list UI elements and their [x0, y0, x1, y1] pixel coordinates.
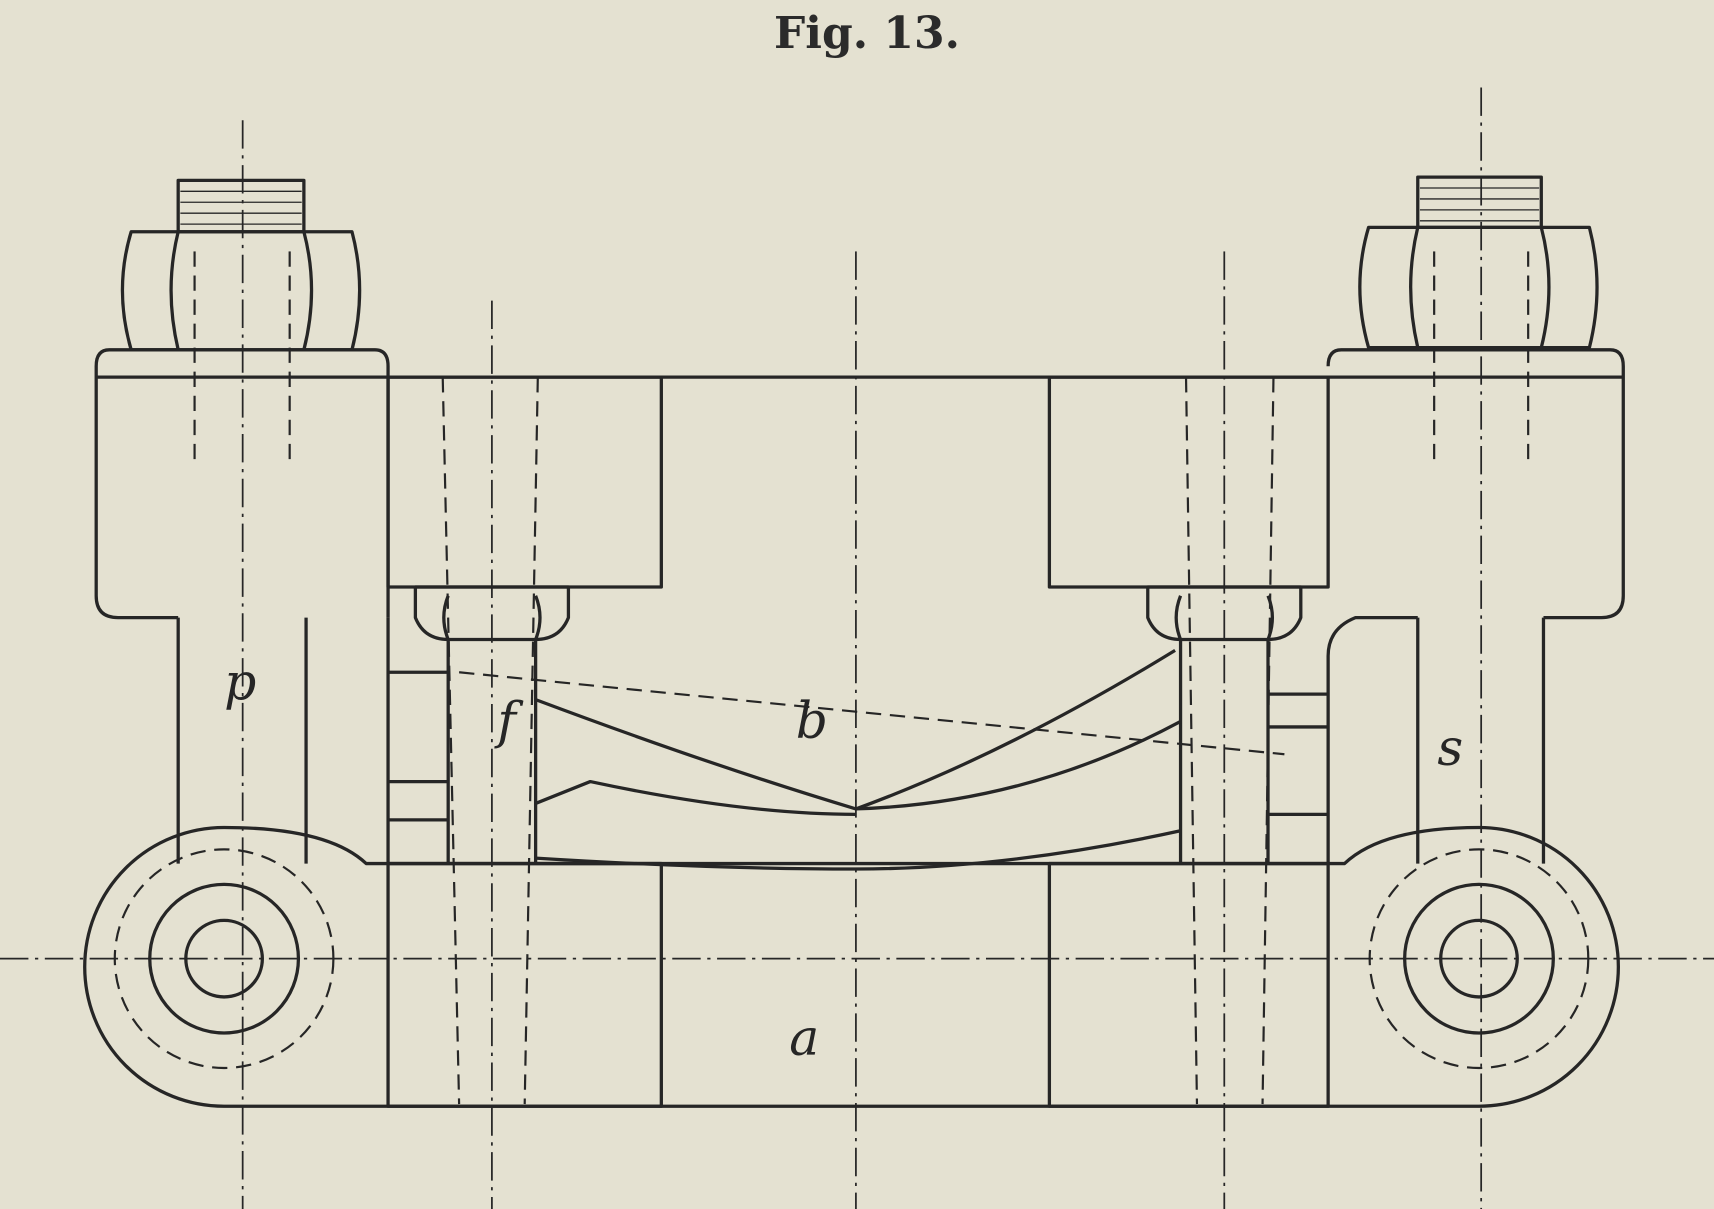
centerlines	[0, 87, 1714, 1209]
spring-b	[458, 649, 1285, 871]
label-p: p	[224, 653, 256, 712]
label-b: b	[796, 691, 828, 750]
figure-title: Fig. 13.	[774, 8, 960, 59]
label-s: s	[1437, 718, 1463, 777]
label-a: a	[789, 1008, 819, 1067]
rods	[176, 251, 1546, 864]
left-nut	[120, 178, 362, 352]
right-eye	[1368, 848, 1590, 1070]
label-f: f	[493, 691, 524, 750]
left-eye	[113, 848, 335, 1070]
upper-frame	[94, 348, 1625, 864]
small-nuts	[413, 377, 1303, 1105]
right-nut	[1358, 175, 1599, 350]
bottom-bar	[83, 825, 1620, 1108]
side-steps	[388, 670, 1329, 822]
